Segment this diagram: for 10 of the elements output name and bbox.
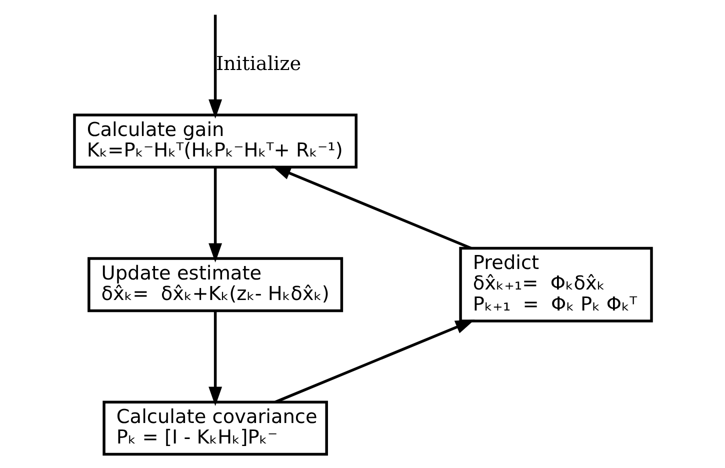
arrow [271,166,471,250]
arrow [208,168,222,262]
node-box: Predict δx̂ₖ₊₁= Φₖδx̂ₖ Pₖ₊₁ = Φₖ Pₖ Φₖᵀ [458,246,652,322]
arrow [208,311,222,406]
arrow [208,14,222,119]
arrow [274,320,474,404]
node-box: Calculate gain Kₖ=Pₖ⁻Hₖᵀ(HₖPₖ⁻Hₖᵀ+ Rₖ⁻¹) [72,114,357,169]
node-box: Update estimate δx̂ₖ= δx̂ₖ+Kₖ(zₖ- Hₖδx̂ₖ) [87,257,343,312]
edge-label: Initialize [215,52,301,75]
node-box: Calculate covariance Pₖ = [I - KₖHₖ]Pₖ⁻ [102,400,328,456]
